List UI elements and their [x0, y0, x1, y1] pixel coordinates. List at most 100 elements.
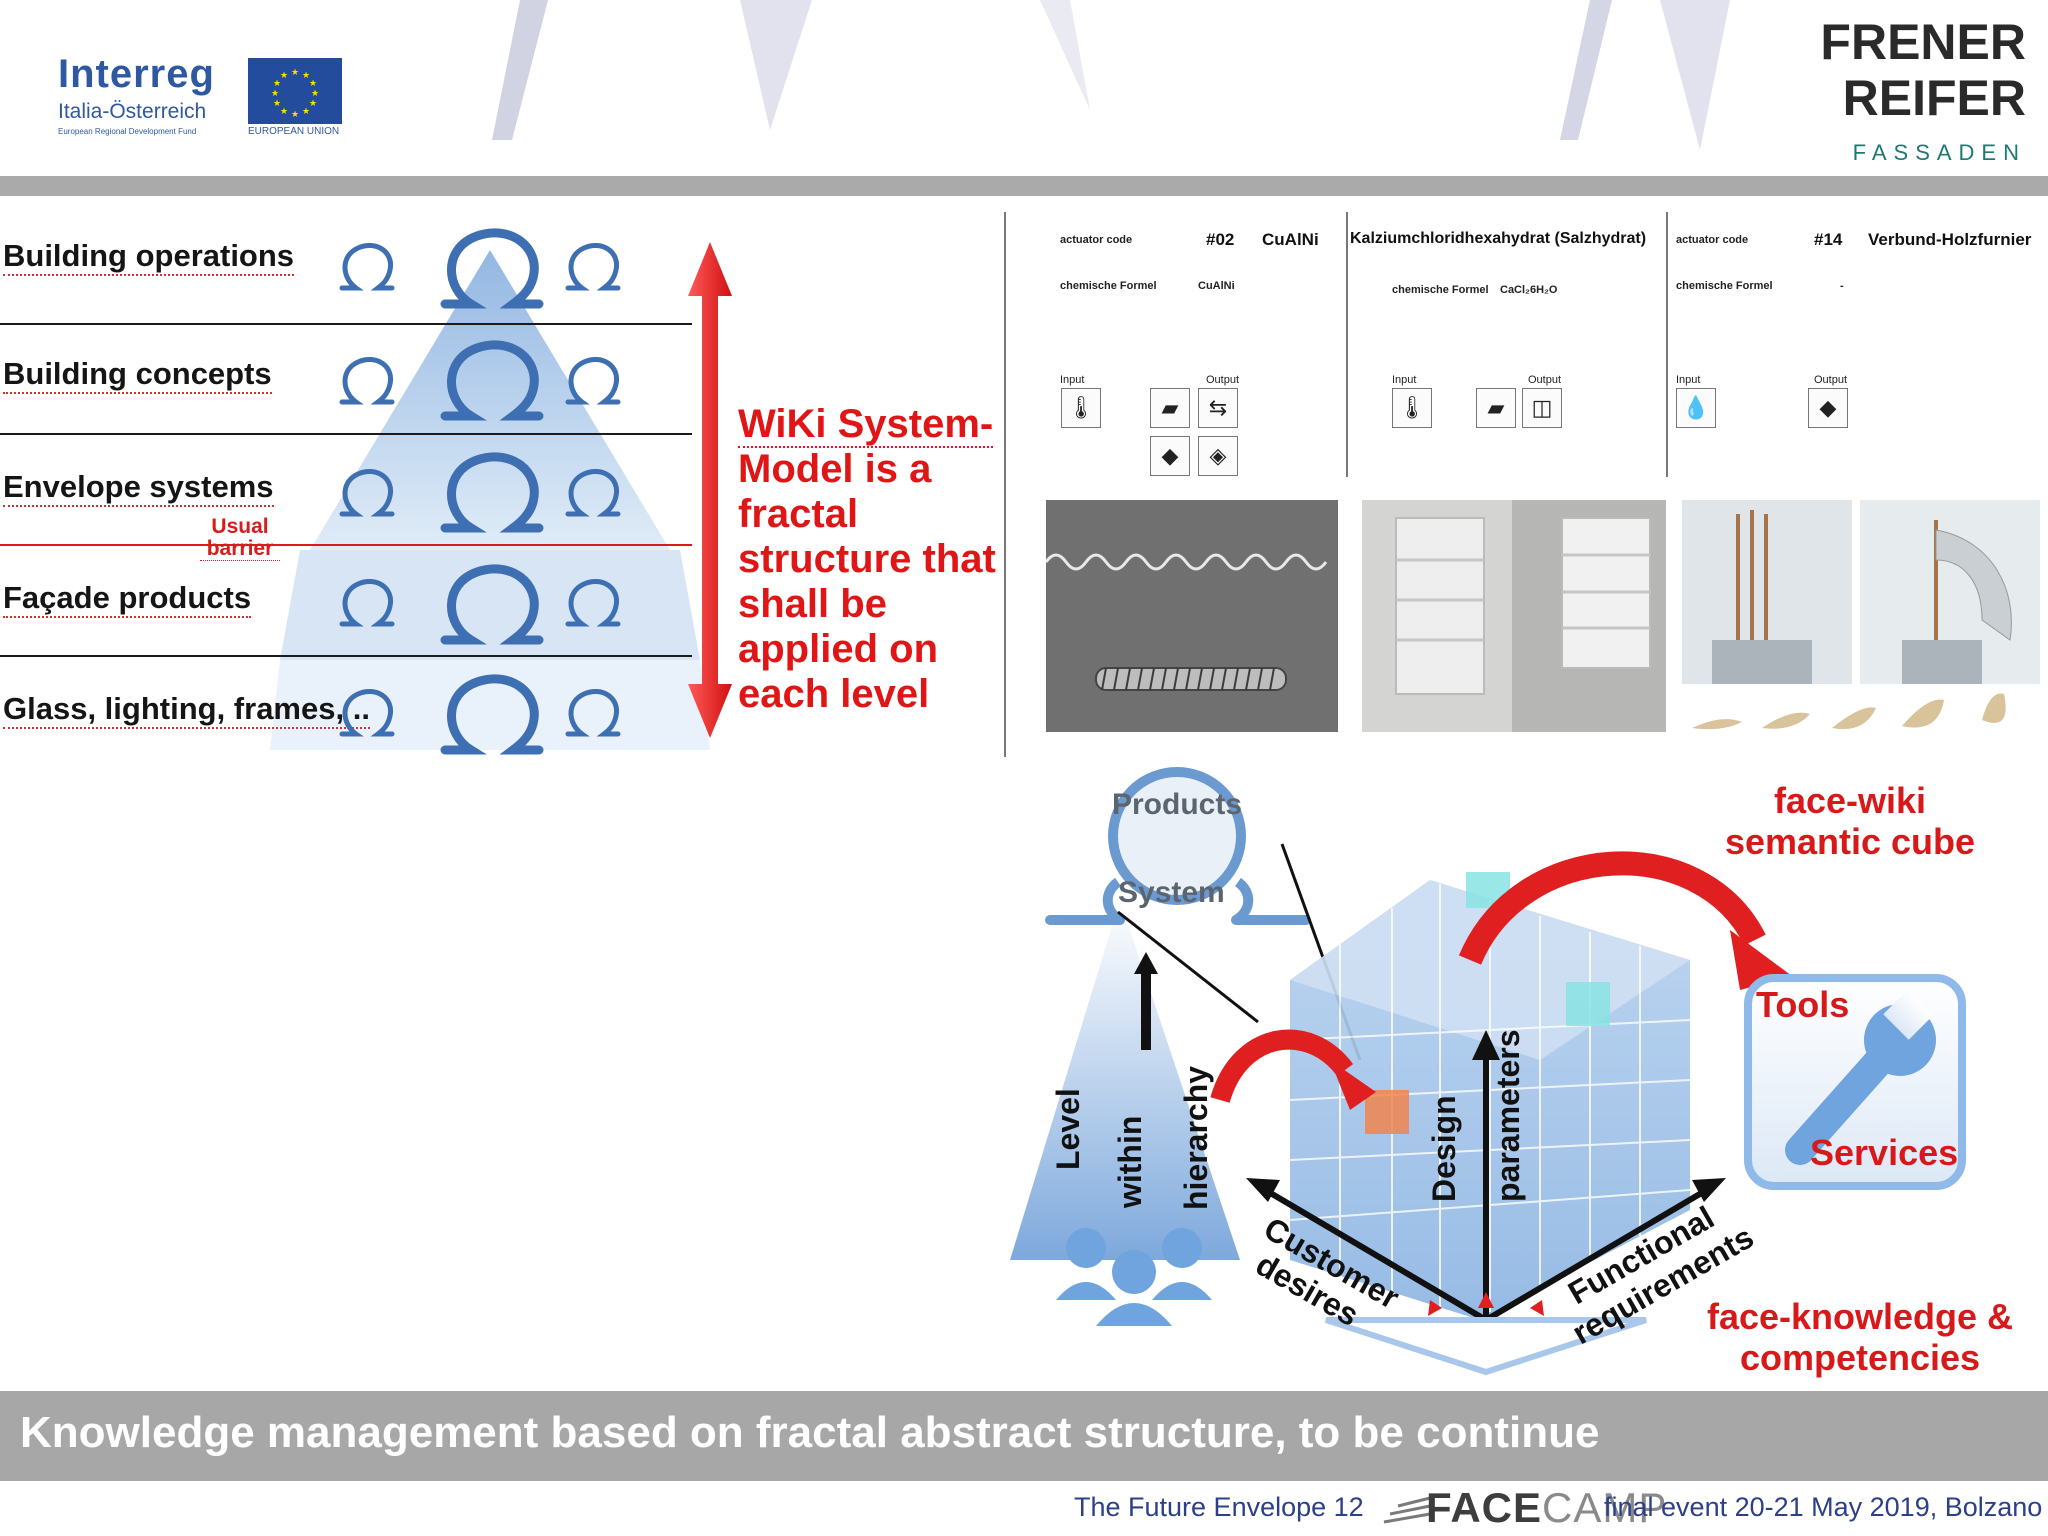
label-level: Level: [1050, 1088, 1086, 1170]
shape-change-icon: ◆: [1808, 388, 1848, 428]
shape-change-icon: ▰: [1150, 388, 1190, 428]
semantic-cube-title: face-wiki semantic cube: [1700, 780, 2000, 862]
semantic-cube-title-line1: face-wiki: [1773, 780, 1927, 821]
hierarchy-triangle: [1010, 900, 1240, 1260]
facecamp-logo-light: CAMP: [1542, 1484, 1668, 1531]
semantic-cube-diagram: [1010, 767, 1966, 1376]
actuator-number: #14: [1814, 230, 1843, 249]
bubble-label-products: Products: [1112, 788, 1243, 821]
wiki-statement: WiKi System- Model is a fractal structur…: [738, 402, 1018, 717]
svg-text:★: ★: [309, 78, 317, 88]
knowledge-label: face-knowledge & competencies: [1690, 1296, 2030, 1378]
level-label-building-concepts: Building concepts: [3, 356, 272, 394]
svg-text:★: ★: [291, 67, 299, 77]
wrench-icon: [1785, 990, 1936, 1165]
thermometer-icon: 🌡: [1392, 388, 1432, 428]
usual-barrier-line: [0, 544, 692, 546]
facecamp-logo-icon: [1383, 1496, 1431, 1524]
eu-label: EUROPEAN UNION: [248, 126, 340, 137]
label-hierarchy: hierarchy: [1178, 1065, 1214, 1210]
actuator-number: #02: [1206, 230, 1235, 249]
shape-change-icon: ⇆: [1198, 388, 1238, 428]
output-label: Output: [1814, 374, 1848, 386]
svg-text:★: ★: [273, 98, 281, 108]
axis-label-parameters: parameters: [1490, 1029, 1526, 1202]
input-label: Input: [1676, 374, 1701, 386]
tools-label: Tools: [1756, 984, 1850, 1025]
svg-text:★: ★: [273, 78, 281, 88]
barrier-label-line1: Usual: [211, 515, 269, 538]
formula-label: chemische Formel: [1676, 280, 1773, 292]
shape-change-icon: ◫: [1522, 388, 1562, 428]
thermometer-icon: 🌡: [1061, 388, 1101, 428]
services-label: Services: [1810, 1132, 1959, 1173]
formula-value: CuAlNi: [1198, 280, 1235, 292]
shape-change-icon: ◈: [1198, 436, 1238, 476]
company-name-line3: FASSADEN: [1852, 140, 2026, 165]
formula-label: chemische Formel: [1060, 280, 1157, 292]
wiki-line-2: Model is a: [738, 447, 932, 491]
eu-flag-icon: ★★★ ★★★ ★★★ ★★★: [248, 58, 342, 124]
input-label: Input: [1060, 374, 1085, 386]
wiki-line-3: fractal: [738, 492, 859, 536]
slide-title: Knowledge management based on fractal ab…: [20, 1408, 1600, 1457]
svg-text:★: ★: [280, 70, 288, 80]
svg-text:★: ★: [280, 106, 288, 116]
magnifier-omega: [1108, 767, 1246, 905]
omega-symbols: [330, 222, 660, 762]
axis-label-design: Design: [1426, 1095, 1462, 1202]
barrier-label-line2: barrier: [206, 537, 274, 560]
level-divider: [0, 433, 692, 435]
actuator-code-label: actuator code: [1676, 234, 1749, 246]
omega-row-1: [342, 233, 618, 304]
usual-barrier-label: Usual barrier: [200, 516, 280, 561]
output-label: Output: [1206, 374, 1240, 386]
label-within: within: [1112, 1115, 1148, 1208]
slide-title-bar: [0, 1391, 2048, 1481]
svg-text:★: ★: [302, 106, 310, 116]
interreg-logo-fund: European Regional Development Fund: [58, 127, 197, 136]
omega-row-4: [342, 569, 618, 640]
knowledge-label-line2: competencies: [1739, 1337, 1981, 1378]
panel-divider: [1004, 212, 1006, 757]
level-label-facade-products: Façade products: [3, 580, 252, 618]
semantic-cube: [1289, 872, 1691, 1320]
interreg-logo-title: Interreg: [58, 52, 215, 96]
header-background-shapes: [492, 0, 1730, 150]
actuator-name: CuAlNi: [1262, 230, 1319, 249]
svg-text:★: ★: [311, 88, 319, 98]
event-details: final event 20-21 May 2019, Bolzano: [1604, 1492, 2043, 1522]
vertical-double-arrow: [688, 242, 732, 738]
wiki-line-1: WiKi System-: [738, 402, 994, 448]
omega-row-5: [342, 679, 618, 750]
input-label: Input: [1392, 374, 1417, 386]
level-label-envelope-systems: Envelope systems: [3, 469, 274, 507]
shape-change-icon: ▰: [1476, 388, 1516, 428]
company-name-line1: FRENER: [1820, 14, 2026, 70]
shape-change-icon: ◆: [1150, 436, 1190, 476]
panel-divider: [1346, 212, 1348, 477]
panel-divider: [1666, 212, 1668, 477]
omega-row-3: [342, 457, 618, 528]
formula-value: -: [1840, 280, 1844, 292]
actuator-title: Kalziumchloridhexahydrat (Salzhydrat): [1350, 230, 1647, 247]
knowledge-label-line1: face-knowledge &: [1706, 1296, 2014, 1337]
users-icon: [1056, 1228, 1212, 1326]
level-label-building-operations: Building operations: [3, 238, 295, 276]
company-logo: FRENER REIFER: [1820, 14, 2026, 126]
formula-label: chemische Formel: [1392, 284, 1489, 296]
moisture-drop-icon: 💧: [1676, 388, 1716, 428]
svg-text:★: ★: [302, 70, 310, 80]
wiki-line-6: applied on: [738, 627, 938, 671]
photo-salt-hydrate-panels: [1362, 500, 1666, 732]
wiki-line-4: structure that: [738, 537, 996, 581]
level-divider: [0, 323, 692, 325]
wiki-line-5: shall be: [738, 582, 887, 626]
svg-text:★: ★: [271, 88, 279, 98]
output-label: Output: [1528, 374, 1562, 386]
interreg-logo-subtitle: Italia-Österreich: [58, 100, 207, 123]
facecamp-logo: FACECAMP: [1426, 1484, 1667, 1532]
bubble-label-system: System: [1118, 876, 1225, 909]
facecamp-logo-bold: FACE: [1426, 1484, 1543, 1531]
level-divider: [0, 655, 692, 657]
